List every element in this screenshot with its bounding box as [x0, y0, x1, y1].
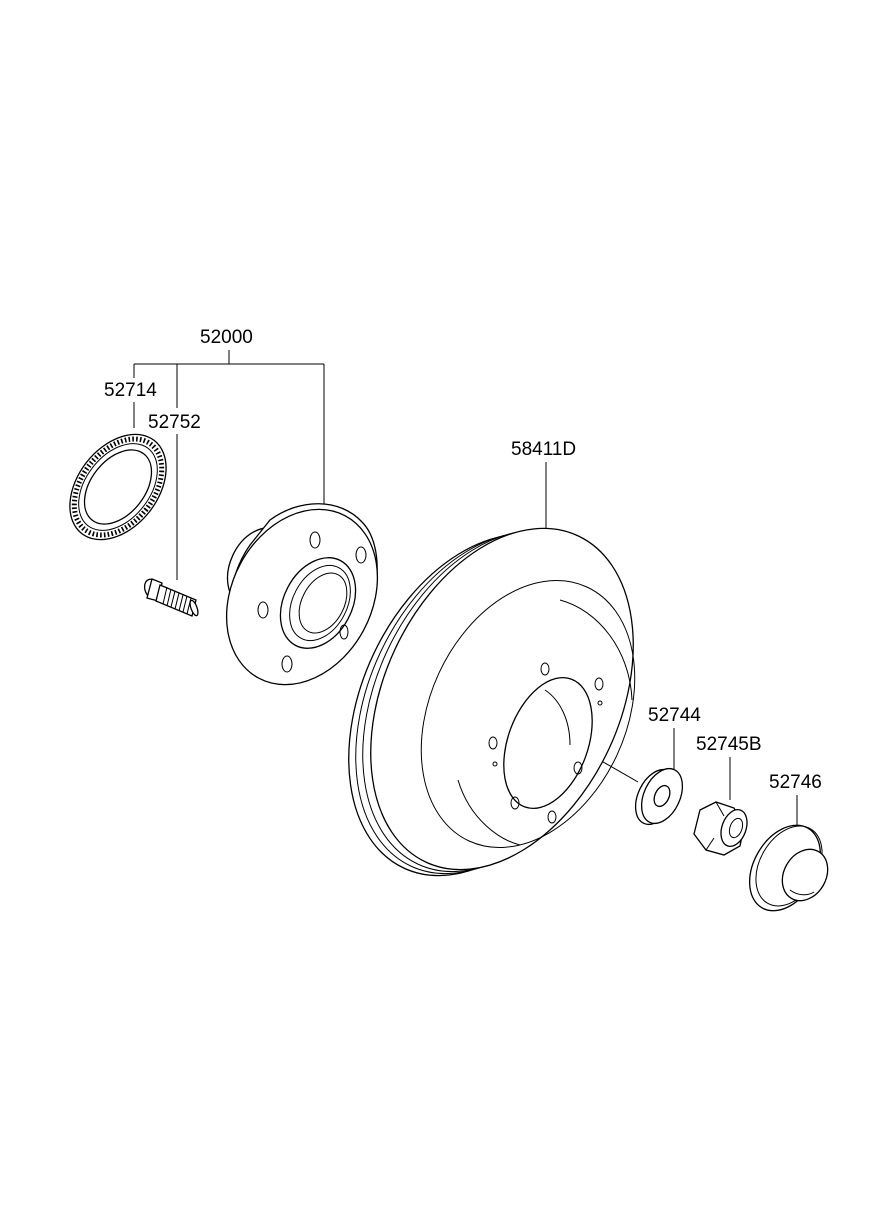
hub-bolt-52752[interactable] [142, 577, 200, 617]
nut-52745B[interactable] [693, 801, 752, 856]
washer-52744[interactable] [627, 762, 690, 831]
label-52714[interactable]: 52714 [104, 380, 157, 401]
brake-disc-58411D[interactable] [297, 486, 685, 918]
wheel-hub-52000[interactable] [197, 483, 407, 711]
label-52745B[interactable]: 52745B [696, 734, 762, 755]
label-58411D[interactable]: 58411D [511, 439, 576, 460]
tone-wheel-52714[interactable] [50, 416, 186, 558]
hub-cap-52746[interactable] [735, 813, 837, 924]
label-52000[interactable]: 52000 [200, 327, 253, 348]
label-52746[interactable]: 52746 [769, 772, 822, 793]
label-52744[interactable]: 52744 [648, 705, 701, 726]
label-52752[interactable]: 52752 [148, 412, 201, 433]
